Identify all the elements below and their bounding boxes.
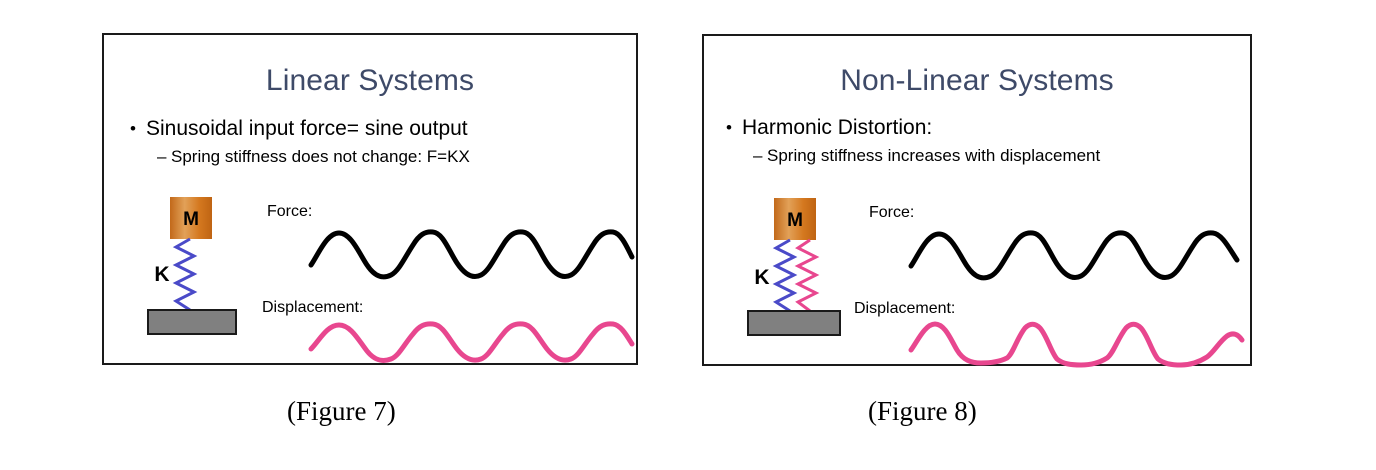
bullet-linear-level1: • Sinusoidal input force= sine output — [130, 117, 468, 141]
bullet-text: Sinusoidal input force= sine output — [146, 117, 468, 140]
spring-mass-diagram-nonlinear: M K — [744, 196, 874, 356]
bullet-nonlinear-level1: • Harmonic Distortion: — [726, 116, 932, 140]
force-wave-label-nonlinear: Force: — [869, 204, 915, 221]
force-waveform-nonlinear — [908, 224, 1240, 286]
dash-marker-icon: – — [157, 147, 167, 166]
bullet-text: Harmonic Distortion: — [742, 116, 933, 139]
spring-blue — [172, 237, 198, 312]
mass-label: M — [183, 209, 199, 230]
displacement-distorted-path — [908, 321, 1245, 368]
figure-panel-nonlinear-systems: Non-Linear Systems • Harmonic Distortion:… — [702, 34, 1252, 368]
bullet-text: Spring stiffness does not change: F=KX — [171, 147, 470, 166]
force-waveform-linear — [308, 223, 635, 285]
stiffness-label: K — [754, 266, 769, 289]
spring-mass-diagram-linear: M K — [144, 195, 274, 355]
force-sine-path — [908, 230, 1240, 281]
displacement-waveform-linear — [308, 317, 635, 369]
figure-caption-8: (Figure 8) — [868, 396, 977, 426]
stiffness-label: K — [154, 263, 169, 286]
spring-blue — [772, 238, 798, 313]
force-sine-path — [308, 229, 635, 280]
mass-label: M — [787, 210, 803, 231]
base-block — [147, 309, 237, 335]
displacement-wave-label-linear: Displacement: — [262, 299, 364, 316]
panel-title-nonlinear: Non-Linear Systems — [840, 64, 1114, 97]
bullet-linear-level2: –Spring stiffness does not change: F=KX — [157, 147, 470, 167]
dash-marker-icon: – — [753, 146, 763, 165]
bullet-marker-icon: • — [726, 118, 732, 137]
force-wave-label-linear: Force: — [267, 203, 313, 220]
figure-panel-linear-systems: Linear Systems • Sinusoidal input force= … — [102, 33, 638, 365]
panel-title-linear: Linear Systems — [265, 64, 475, 97]
base-block — [747, 310, 841, 336]
displacement-waveform-nonlinear — [908, 316, 1245, 372]
figure-caption-7: (Figure 7) — [287, 396, 396, 426]
displacement-sine-path — [308, 321, 635, 363]
bullet-text: Spring stiffness increases with displace… — [767, 146, 1101, 165]
mass-block — [774, 198, 816, 240]
displacement-wave-label-nonlinear: Displacement: — [854, 300, 956, 317]
mass-block — [170, 197, 212, 239]
bullet-nonlinear-level2: –Spring stiffness increases with displac… — [753, 146, 1100, 166]
bullet-marker-icon: • — [130, 119, 136, 138]
spring-pink — [794, 238, 820, 313]
